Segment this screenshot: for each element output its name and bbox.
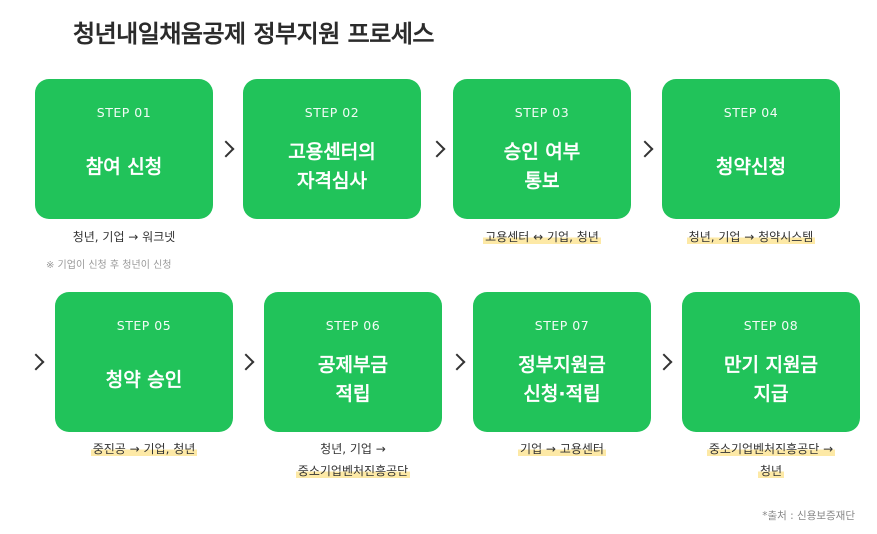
step-title: 공제부금 적립 <box>272 344 434 416</box>
step-card-08: STEP 08 만기 지원금 지급 <box>682 292 860 432</box>
step-description-06: 청년, 기업 → 중소기업벤처진흥공단 <box>243 438 463 482</box>
step-title: 청약 승인 <box>63 344 225 416</box>
chevron-right-icon <box>217 140 235 158</box>
step-title: 만기 지원금 지급 <box>690 344 852 416</box>
step-number: STEP 07 <box>534 318 590 333</box>
step-number: STEP 08 <box>743 318 799 333</box>
step-number: STEP 02 <box>304 105 360 120</box>
step-title: 참여 신청 <box>43 131 205 203</box>
step-description-01: 청년, 기업 → 워크넷 <box>14 226 234 248</box>
step-description-line: 중소기업벤처진흥공단 <box>295 464 411 478</box>
step-title-line: 통보 <box>524 170 560 192</box>
step-title: 고용센터의 자격심사 <box>251 131 413 203</box>
step-description-line: 고용센터 ↔ 기업, 청년 <box>483 230 601 244</box>
step-title-line: 자격심사 <box>297 170 367 192</box>
step-title-line: 만기 지원금 <box>723 354 818 376</box>
step-description-line: 청년, 기업 → 청약시스템 <box>686 230 816 244</box>
chevron-right-icon <box>636 140 654 158</box>
step-description-07: 기업 → 고용센터 <box>452 438 672 460</box>
step-number: STEP 01 <box>96 105 152 120</box>
chevron-right-icon <box>428 140 446 158</box>
step-description-line: 청년 <box>757 464 785 478</box>
step-description-line: 청년, 기업 → <box>320 442 386 456</box>
step-card-04: STEP 04 청약신청 <box>662 79 840 219</box>
step-number: STEP 06 <box>325 318 381 333</box>
step-card-03: STEP 03 승인 여부 통보 <box>453 79 631 219</box>
step-description-line: 중진공 → 기업, 청년 <box>90 442 198 456</box>
step-description-05: 중진공 → 기업, 청년 <box>34 438 254 460</box>
step-description-line: 청년, 기업 → 워크넷 <box>72 230 176 244</box>
chevron-right-icon <box>655 353 673 371</box>
step-title-line: 적립 <box>335 383 371 405</box>
step-title: 청약신청 <box>670 131 832 203</box>
step-card-02: STEP 02 고용센터의 자격심사 <box>243 79 421 219</box>
chevron-right-icon <box>448 353 466 371</box>
step-description-08: 중소기업벤처진흥공단 → 청년 <box>661 438 877 482</box>
step-title-line: 청약신청 <box>716 155 786 178</box>
step-card-07: STEP 07 정부지원금 신청·적립 <box>473 292 651 432</box>
step-card-01: STEP 01 참여 신청 <box>35 79 213 219</box>
step-title-line: 지급 <box>753 383 789 405</box>
step-title: 승인 여부 통보 <box>461 131 623 203</box>
step-title: 정부지원금 신청·적립 <box>481 344 643 416</box>
step-title-line: 정부지원금 <box>518 354 606 376</box>
chevron-right-icon <box>27 353 45 371</box>
step-note-01: ※ 기업이 신청 후 청년이 신청 <box>46 260 172 271</box>
step-description-04: 청년, 기업 → 청약시스템 <box>641 226 861 248</box>
step-card-06: STEP 06 공제부금 적립 <box>264 292 442 432</box>
step-card-05: STEP 05 청약 승인 <box>55 292 233 432</box>
step-title-line: 청약 승인 <box>105 368 183 391</box>
step-description-line: 기업 → 고용센터 <box>518 442 606 456</box>
step-title-line: 신청·적립 <box>523 383 601 405</box>
step-number: STEP 04 <box>723 105 779 120</box>
page-title: 청년내일채움공제 정부지원 프로세스 <box>73 20 435 48</box>
source-note: *출처 : 신용보증재단 <box>762 510 855 522</box>
step-description-03: 고용센터 ↔ 기업, 청년 <box>432 226 652 248</box>
step-number: STEP 03 <box>514 105 570 120</box>
step-title-line: 승인 여부 <box>503 141 581 163</box>
step-title-line: 참여 신청 <box>85 155 163 178</box>
step-title-line: 공제부금 <box>318 354 388 376</box>
chevron-right-icon <box>237 353 255 371</box>
step-title-line: 고용센터의 <box>288 141 376 163</box>
step-description-line: 중소기업벤처진흥공단 → <box>706 442 836 456</box>
step-number: STEP 05 <box>116 318 172 333</box>
